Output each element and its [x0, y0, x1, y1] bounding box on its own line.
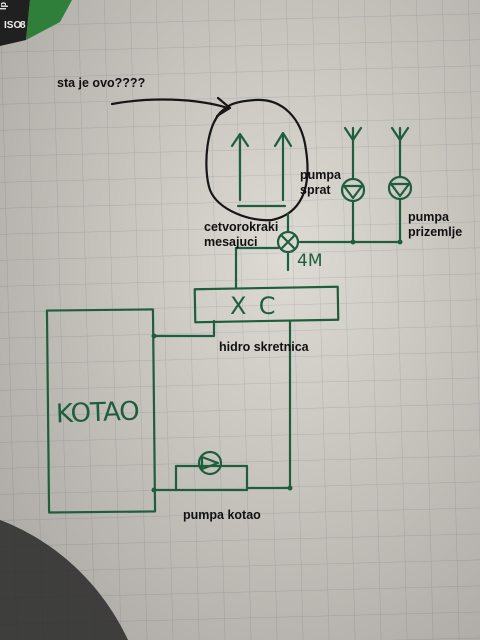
corner-fragment-line-2: ISO [4, 20, 21, 31]
pump-prizemlje-label-line-2: prizemlje [408, 225, 463, 239]
mixer-handwriting: XC [230, 292, 290, 320]
shadow [0, 520, 128, 640]
hydro-separator-box [193, 285, 340, 324]
corner-object: Ip ISO 8 [0, 0, 72, 46]
pump-kotao-symbol [174, 450, 249, 492]
mixing-valve-label: cetvorokraki mesajuci [204, 220, 278, 250]
valve-size-handwriting: 4M [297, 251, 323, 271]
mixing-valve-label-line-2: mesajuci [204, 235, 258, 249]
pump-sprat-label-line-1: pumpa [300, 168, 341, 182]
question-circle [110, 96, 309, 222]
mixing-valve-symbol [234, 212, 300, 290]
boiler-handwriting: KOTAO [55, 396, 140, 430]
pointer-arrow [110, 98, 230, 110]
pump-sprat-label-line-2: sprat [300, 183, 331, 197]
mixing-valve-label-line-1: cetvorokraki [204, 220, 279, 234]
pump-prizemlje-symbol [387, 126, 413, 244]
pump-prizemlje-label: pumpa prizemlje [408, 210, 462, 240]
pump-sprat-symbol [340, 126, 366, 244]
corner-fragment-line-3: 8 [20, 20, 26, 31]
boiler-box [45, 308, 157, 514]
schematic-drawing [45, 96, 413, 514]
pump-prizemlje-label-line-1: pumpa [408, 210, 449, 224]
hydro-separator-label: hidro skretnica [219, 340, 309, 354]
question-label: sta je ovo???? [57, 76, 146, 90]
corner-fragment-line-1: Ip [0, 1, 8, 10]
pump-kotao-label: pumpa kotao [183, 508, 261, 522]
pump-sprat-label: pumpa sprat [300, 168, 341, 198]
